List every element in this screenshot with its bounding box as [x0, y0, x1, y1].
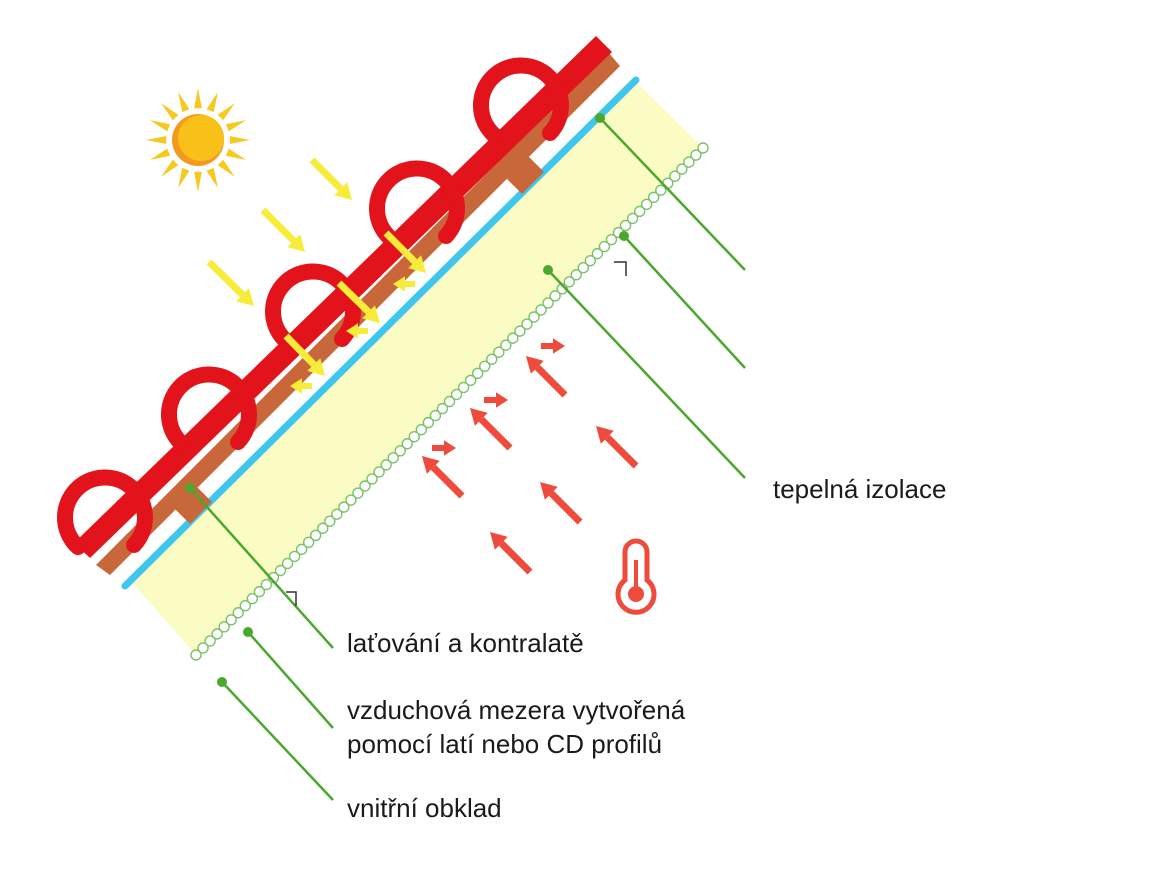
- roof-tile: [369, 160, 465, 246]
- heat-arrow-small: [484, 392, 508, 408]
- leader-lining: [221, 681, 334, 801]
- reflected-arrow: [290, 378, 312, 394]
- heat-arrow: [540, 482, 583, 525]
- heat-arrow: [490, 532, 533, 575]
- label-battens: laťování a kontralatě: [347, 628, 584, 658]
- solar-arrows: [206, 157, 426, 394]
- counter-batten-2: [506, 156, 544, 194]
- leader-insulation-2: [623, 235, 746, 369]
- roof-tile: [57, 469, 153, 555]
- label-air-gap-line1: vzduchová mezera vytvořená: [347, 695, 686, 725]
- solar-arrow: [206, 259, 254, 306]
- leader-dots: [185, 113, 629, 687]
- dimension-marks: [286, 261, 627, 606]
- solar-arrow: [260, 207, 305, 252]
- solar-arrow: [283, 333, 325, 376]
- leader-insulation-1: [599, 117, 746, 271]
- roof-tile: [161, 366, 257, 452]
- insulation-layer: [130, 78, 703, 655]
- leader-insulation-3: [547, 269, 746, 479]
- leader-lines: [189, 117, 746, 801]
- solar-arrow: [383, 230, 426, 273]
- roof-tile: [473, 57, 569, 143]
- solar-arrow: [336, 280, 380, 323]
- heat-arrow: [470, 408, 513, 451]
- heat-arrow: [596, 426, 639, 469]
- leader-airgap: [247, 631, 334, 729]
- heat-arrow-small: [432, 440, 456, 456]
- roof-tile: [265, 263, 361, 349]
- sun-icon: [146, 88, 250, 192]
- label-inner-lining: vnitřní obklad: [347, 793, 502, 823]
- heat-arrow: [526, 356, 568, 398]
- reflected-arrow: [346, 323, 368, 339]
- label-air-gap-line2: pomocí latí nebo CD profilů: [347, 729, 663, 759]
- counter-batten-1: [174, 486, 212, 524]
- heat-arrows: [422, 338, 639, 575]
- heat-arrow-small: [541, 338, 565, 354]
- air-gap-layer: [190, 142, 709, 661]
- leader-battens: [189, 487, 334, 649]
- roof-tiles: [57, 36, 612, 558]
- label-insulation: tepelná izolace: [773, 474, 947, 504]
- heat-arrow: [422, 456, 465, 499]
- reflected-arrow: [393, 276, 415, 292]
- solar-arrow: [309, 157, 352, 200]
- thermometer-icon: [615, 538, 657, 615]
